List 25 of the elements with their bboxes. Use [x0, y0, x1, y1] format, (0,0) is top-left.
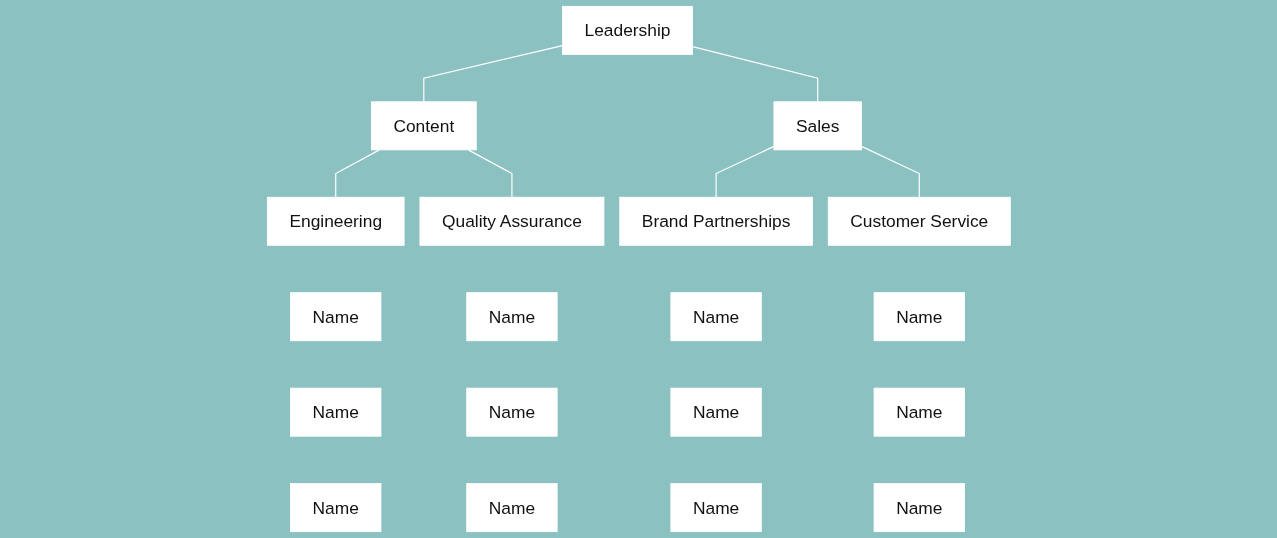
node-box: Name — [670, 292, 762, 342]
node-box: Name — [670, 483, 762, 533]
node-box: Name — [670, 387, 762, 437]
node-box: Quality Assurance — [419, 196, 604, 246]
node-box: Leadership — [561, 5, 693, 55]
connector — [334, 149, 380, 198]
node-box: Customer Service — [827, 196, 1011, 246]
node-box: Content — [370, 101, 477, 151]
connector — [422, 45, 563, 103]
node-box: Name — [289, 387, 382, 437]
node-box: Name — [465, 483, 558, 533]
node-box: Name — [873, 292, 965, 342]
node-box: Name — [465, 292, 558, 342]
node-box: Name — [873, 387, 965, 437]
connector — [715, 145, 775, 198]
connector — [691, 46, 818, 103]
node-box: Engineering — [266, 196, 405, 246]
node-box: Name — [289, 483, 382, 533]
connector — [467, 149, 513, 198]
node-box: Name — [465, 387, 558, 437]
connector — [860, 145, 920, 198]
node-box: Name — [873, 483, 965, 533]
node-box: Name — [289, 292, 382, 342]
node-box: Sales — [773, 101, 862, 151]
node-box: Brand Partnerships — [619, 196, 813, 246]
